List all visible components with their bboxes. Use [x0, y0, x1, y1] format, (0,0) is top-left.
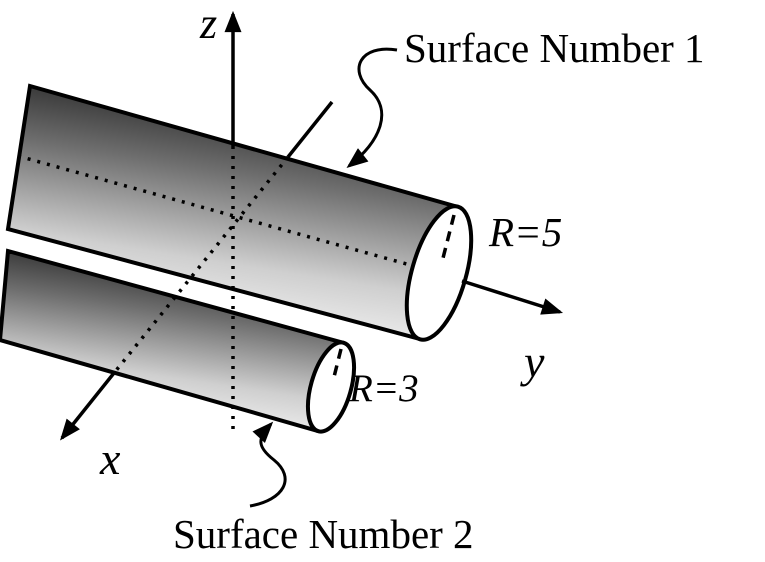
surface-1-label: Surface Number 1	[404, 25, 705, 71]
cylinder-2-end-cap	[305, 340, 357, 434]
y-axis-line	[461, 279, 564, 315]
y-axis-label: y	[520, 336, 545, 387]
surface-1-pointer-arrow	[346, 47, 398, 168]
surface-2-pointer-arrow	[249, 421, 287, 508]
radius-2-label: R=3	[348, 367, 419, 410]
x-axis-hidden-dotted-line	[112, 155, 290, 375]
radius-2-dashed-line	[331, 348, 343, 382]
radius-1-dashed-line	[440, 214, 456, 263]
cylinder-1-axis-dotted-line	[17, 154, 440, 275]
radius-1-label: R=5	[488, 209, 562, 255]
x-axis-label: x	[99, 433, 121, 484]
x-axis-line	[60, 371, 116, 441]
surface-2-label: Surface Number 2	[173, 511, 474, 557]
x-axis-upper-ray	[286, 100, 334, 159]
z-axis-label: z	[199, 0, 217, 48]
